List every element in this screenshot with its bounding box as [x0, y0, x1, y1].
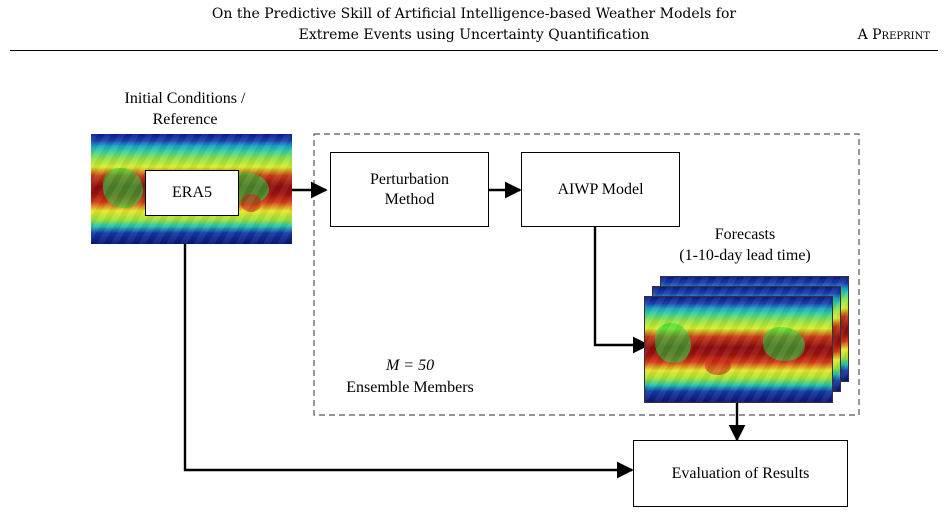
arrow-aiwp-to-forecasts — [593, 226, 650, 354]
arrow-reference-to-evaluation — [183, 244, 634, 479]
evaluation-label: Evaluation of Results — [671, 464, 810, 482]
preprint-label: A Preprint — [857, 27, 930, 43]
perturbation-label-line2: Method — [384, 190, 435, 208]
forecast-map-front — [644, 296, 833, 403]
page-header-title-line2: Extreme Events using Uncertainty Quantif… — [298, 27, 650, 43]
initial-conditions-label-line1: Initial Conditions / — [124, 90, 246, 107]
perturbation-method-box: Perturbation Method — [330, 152, 489, 227]
ensemble-size-label: M = 50 — [385, 357, 435, 374]
evaluation-results-box: Evaluation of Results — [633, 440, 848, 507]
era5-box: ERA5 — [145, 170, 239, 216]
initial-conditions-label-line2: Reference — [152, 111, 218, 128]
aiwp-model-label: AIWP Model — [557, 180, 644, 198]
forecasts-label-line1: Forecasts — [714, 226, 776, 243]
era5-label: ERA5 — [172, 184, 212, 201]
header-rule — [10, 50, 938, 51]
ensemble-region-dashed — [313, 133, 860, 416]
aiwp-model-box: AIWP Model — [521, 152, 680, 227]
ensemble-members-label: Ensemble Members — [346, 379, 474, 396]
perturbation-label-line1: Perturbation — [369, 170, 450, 188]
forecasts-label-line2: (1-10-day lead time) — [679, 247, 811, 264]
page-header-title-line1: On the Predictive Skill of Artificial In… — [211, 6, 737, 22]
